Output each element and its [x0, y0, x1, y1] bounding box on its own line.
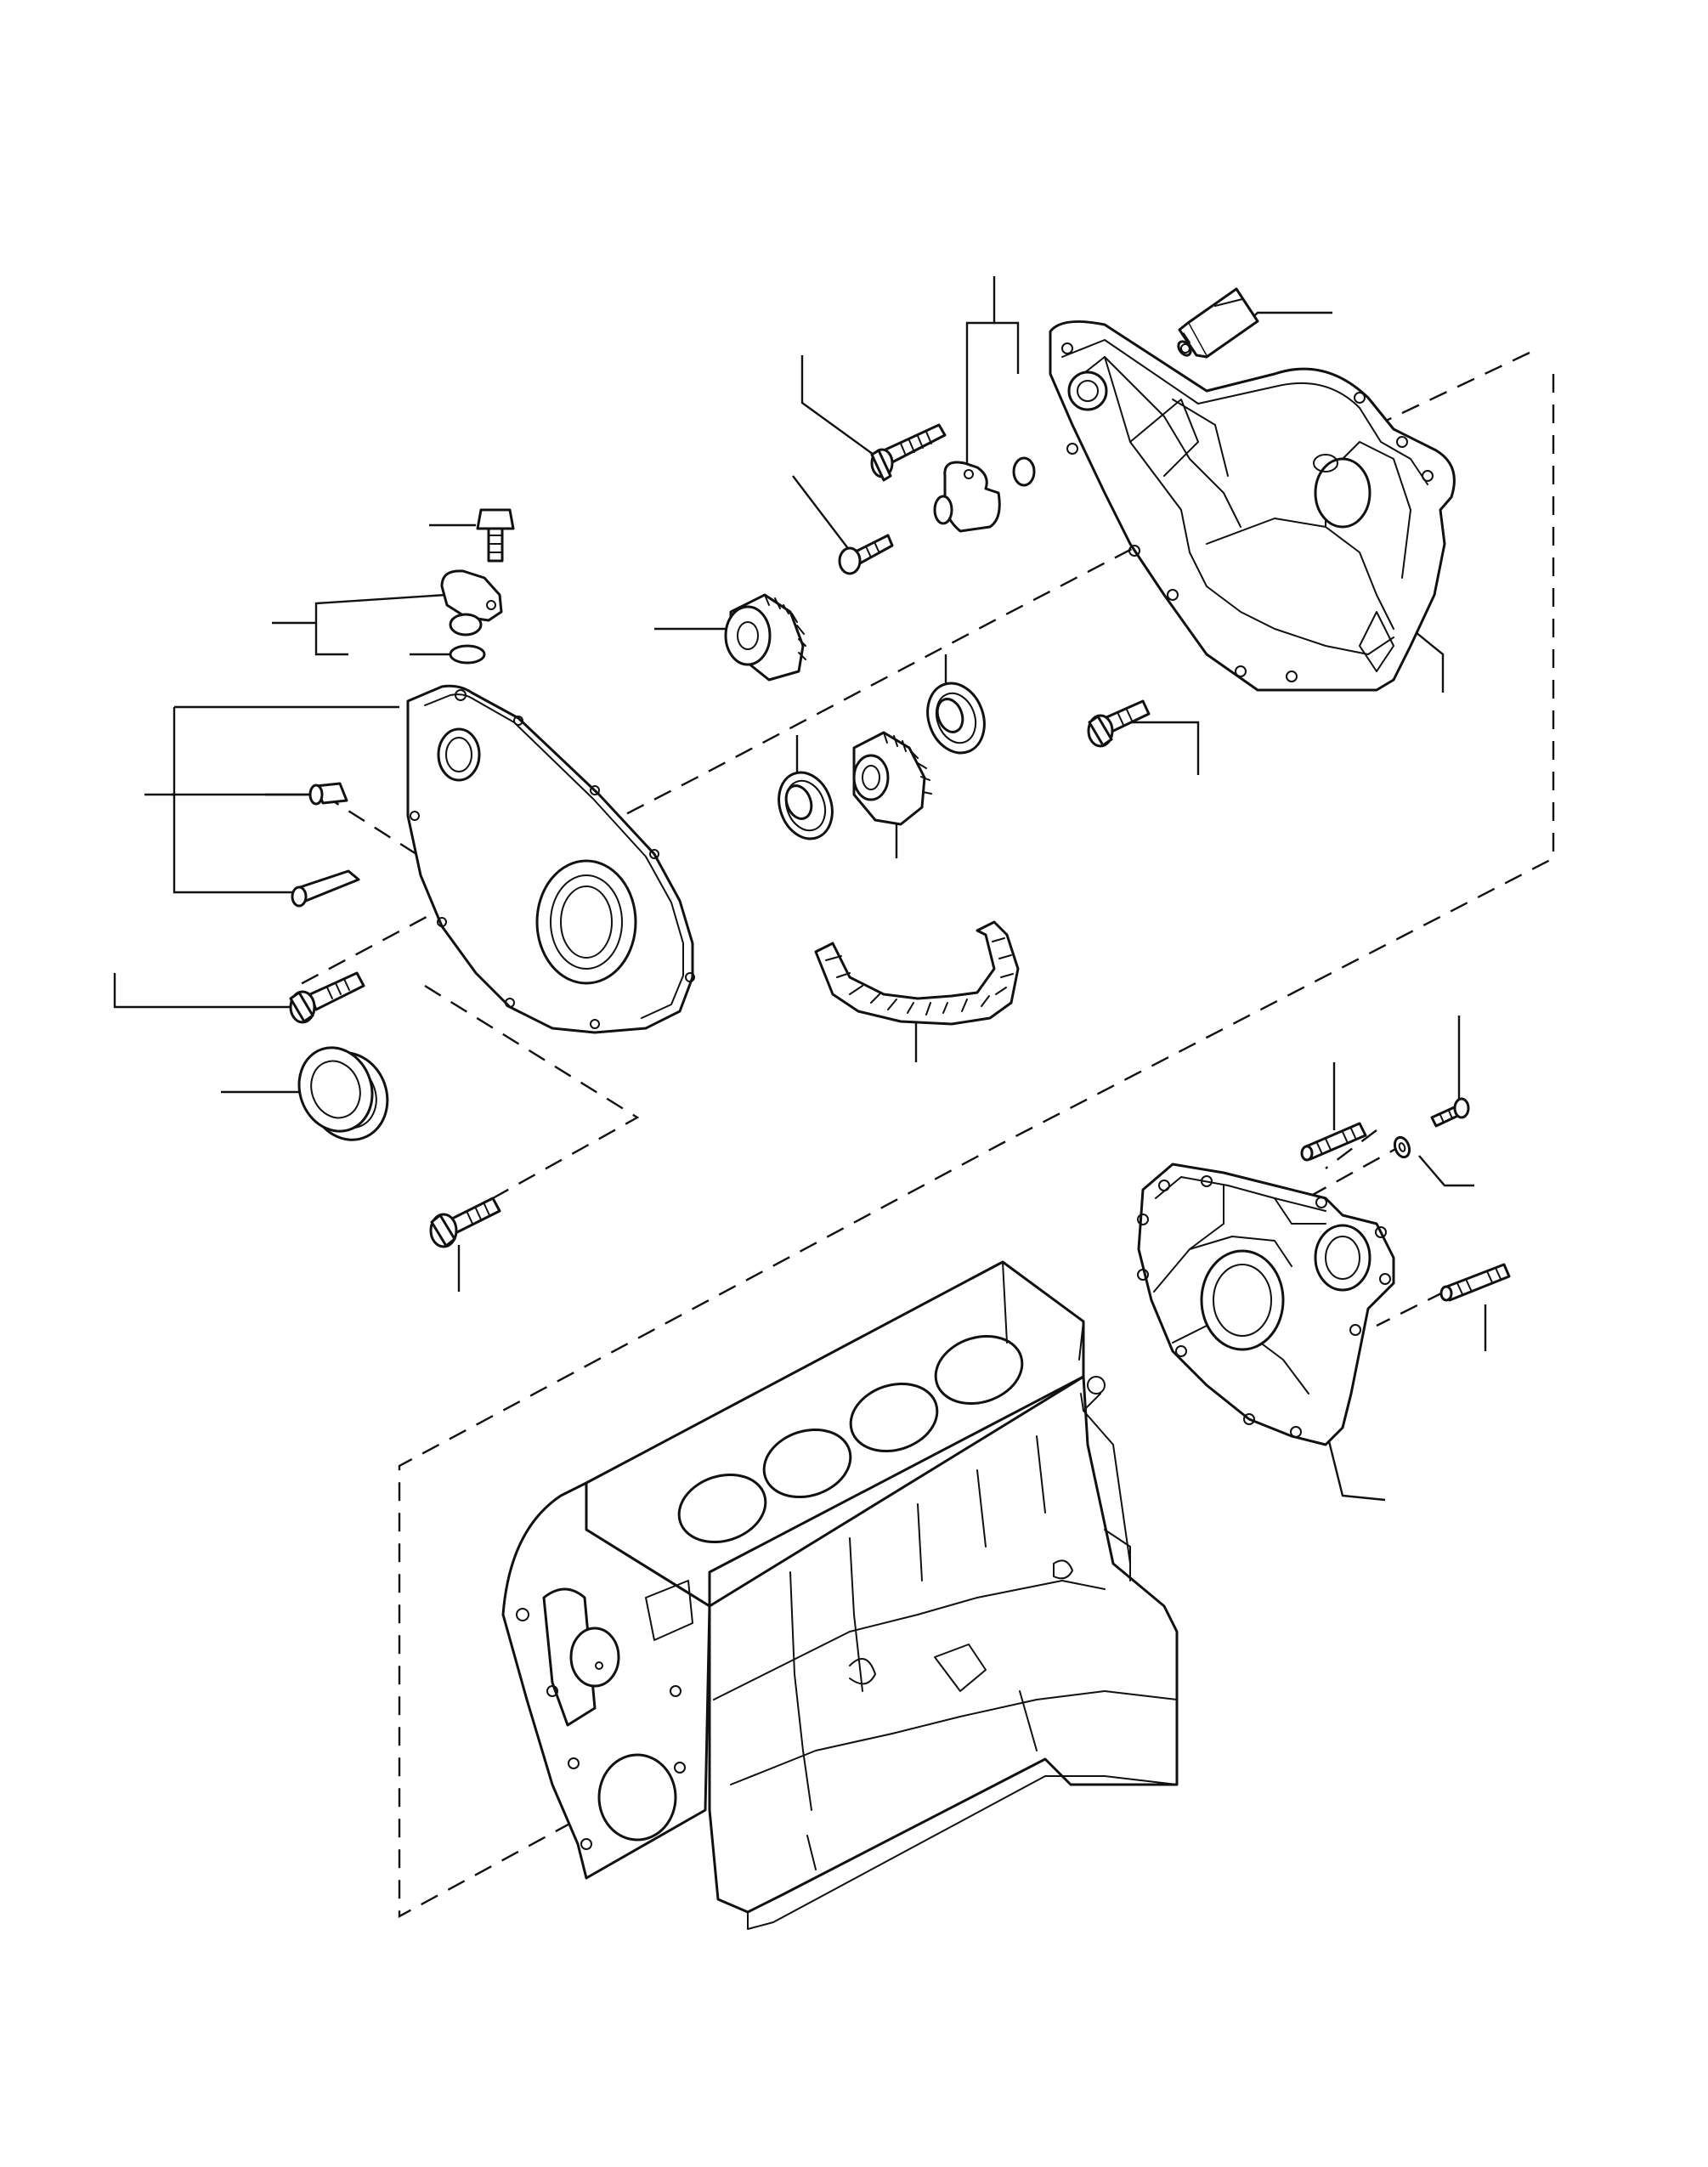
- bolt-icon: [838, 534, 894, 575]
- o-ring-icon: [449, 644, 486, 665]
- seal-icon: [297, 1046, 389, 1141]
- bolt-icon: [476, 508, 515, 563]
- engine-block-icon: [501, 1260, 1179, 1930]
- bolt-icon: [289, 971, 365, 1024]
- stud-icon: [1300, 1122, 1367, 1162]
- dowel-icon: [291, 869, 360, 908]
- bearing-icon: [926, 682, 986, 755]
- sensor-icon: [440, 569, 503, 637]
- sensor-icon: [933, 461, 1001, 533]
- bolt-icon: [1087, 699, 1151, 748]
- washer-icon: [1393, 1135, 1411, 1159]
- plate-icon: [1049, 320, 1456, 692]
- bearing-icon: [778, 771, 834, 840]
- cover-icon: [406, 684, 695, 1034]
- chain-icon: [814, 920, 1020, 1026]
- bolt-icon: [870, 423, 947, 482]
- bolt-icon: [429, 1197, 501, 1248]
- screw-icon: [1430, 1097, 1470, 1128]
- dowel-icon: [308, 782, 348, 806]
- sprocket-icon: [724, 593, 806, 682]
- stud-icon: [1439, 1263, 1511, 1302]
- plate-icon: [1137, 1163, 1395, 1446]
- gear-icon: [852, 731, 932, 826]
- tube-icon: [1177, 287, 1259, 359]
- o-ring-icon: [1012, 456, 1036, 487]
